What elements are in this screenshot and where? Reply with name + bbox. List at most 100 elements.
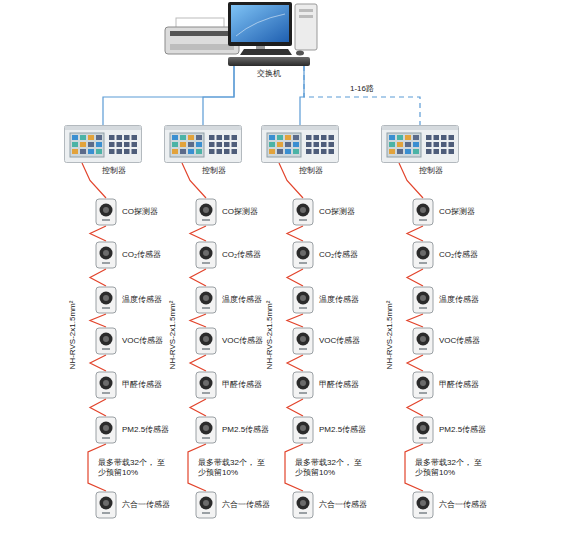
device-label: 控制器 (299, 166, 323, 176)
bus-cable (90, 314, 106, 327)
sensor-node: CO探测器 (195, 198, 258, 226)
sensor-label: 甲醛传感器 (222, 380, 262, 390)
sensor-label: VOC传感器 (319, 336, 360, 346)
controller-illustration (381, 125, 459, 163)
sensor-node: CO₂传感器 (195, 241, 261, 269)
bus-cable (407, 269, 423, 286)
sensor-icon (95, 371, 117, 399)
sensor-icon (195, 241, 217, 269)
bus-cable (287, 226, 303, 241)
bus-cable (287, 355, 303, 371)
sensor-node: PM2.5传感器 (95, 416, 169, 444)
sensor-node: 甲醛传感器 (292, 371, 359, 399)
sensor-icon (292, 241, 314, 269)
sensor-icon (95, 241, 117, 269)
sensor-label: 温度传感器 (319, 295, 359, 305)
bus-cable (285, 444, 303, 491)
sensor-label: CO₂传感器 (319, 250, 358, 260)
sensor-label: VOC传感器 (222, 336, 263, 346)
sensor-label: PM2.5传感器 (439, 425, 486, 435)
bus-cable (190, 269, 206, 286)
sensor-icon (292, 286, 314, 314)
sensor-icon (292, 327, 314, 355)
sensor-icon (195, 327, 217, 355)
network-switch: 交换机 (228, 57, 310, 66)
sensor-icon (412, 327, 434, 355)
sensor-icon (292, 371, 314, 399)
sensor-label: CO探测器 (439, 207, 475, 217)
sensor-label: 甲醛传感器 (319, 380, 359, 390)
device-label: 控制器 (419, 166, 443, 176)
sensor-node: 甲醛传感器 (95, 371, 162, 399)
sensor-node: PM2.5传感器 (195, 416, 269, 444)
sensor-node: CO探测器 (292, 198, 355, 226)
sensor-label: VOC传感器 (122, 336, 163, 346)
bus-cable (407, 399, 423, 416)
pc-tower (295, 4, 317, 50)
sensor-node: CO探测器 (95, 198, 158, 226)
bus-cable (190, 314, 206, 327)
sensor-label: 甲醛传感器 (439, 380, 479, 390)
sensor-node: CO₂传感器 (95, 241, 161, 269)
sensor-icon (412, 241, 434, 269)
cable-spec: NH-RVS-2x1.5mm² (168, 301, 178, 370)
bus-cable (90, 226, 106, 241)
sensor-icon (195, 371, 217, 399)
sensor-node: VOC传感器 (412, 327, 480, 355)
capacity-note: 最多带载32个， 至少预留10% (295, 458, 367, 478)
sensor-node: CO探测器 (412, 198, 475, 226)
sensor-label: PM2.5传感器 (122, 425, 169, 435)
controller-box: 控制器 (164, 125, 242, 163)
controller-illustration (64, 125, 142, 163)
sensor-label: 六合一传感器 (222, 500, 270, 510)
capacity-note: 最多带载32个， 至少预留10% (415, 458, 487, 478)
controller-illustration (164, 125, 242, 163)
bus-cable (407, 226, 423, 241)
bus-cable (287, 314, 303, 327)
sensor-icon (292, 491, 314, 519)
sensor-icon (292, 416, 314, 444)
device-label: 交换机 (257, 69, 281, 79)
bus-cable (88, 444, 106, 491)
sensor-label: 温度传感器 (222, 295, 262, 305)
capacity-note: 最多带载32个， 至少预留10% (98, 458, 170, 478)
sensor-icon (412, 491, 434, 519)
channel-count: 1-16路 (350, 84, 374, 94)
sensor-node: 甲醛传感器 (195, 371, 262, 399)
sensor-node: 温度传感器 (292, 286, 359, 314)
sensor-icon (195, 491, 217, 519)
bus-cable (407, 314, 423, 327)
sensor-node: 六合一传感器 (95, 491, 170, 519)
sensor-node: 六合一传感器 (292, 491, 367, 519)
device-label: 控制器 (202, 166, 226, 176)
sensor-node: 甲醛传感器 (412, 371, 479, 399)
sensor-node: VOC传感器 (95, 327, 163, 355)
device-label: 控制器 (102, 166, 126, 176)
keyboard (240, 49, 304, 56)
sensor-icon (95, 327, 117, 355)
bus-cable (190, 355, 206, 371)
sensor-label: 甲醛传感器 (122, 380, 162, 390)
sensor-icon (292, 198, 314, 226)
sensor-node: PM2.5传感器 (412, 416, 486, 444)
sensor-label: CO探测器 (222, 207, 258, 217)
sensor-label: CO₂传感器 (439, 250, 478, 260)
sensor-label: CO探测器 (122, 207, 158, 217)
sensor-label: 六合一传感器 (439, 500, 487, 510)
sensor-icon (412, 371, 434, 399)
sensor-node: PM2.5传感器 (292, 416, 366, 444)
sensor-icon (195, 416, 217, 444)
sensor-node: 六合一传感器 (195, 491, 270, 519)
bus-cable (90, 269, 106, 286)
bus-cable (90, 355, 106, 371)
bus-cable (190, 226, 206, 241)
sensor-label: VOC传感器 (439, 336, 480, 346)
bus-cable (90, 399, 106, 416)
sensor-icon (95, 491, 117, 519)
sensor-label: PM2.5传感器 (222, 425, 269, 435)
printer (165, 18, 239, 54)
sensor-label: 温度传感器 (122, 295, 162, 305)
cable-spec: NH-RVS-2x1.5mm² (385, 301, 395, 370)
